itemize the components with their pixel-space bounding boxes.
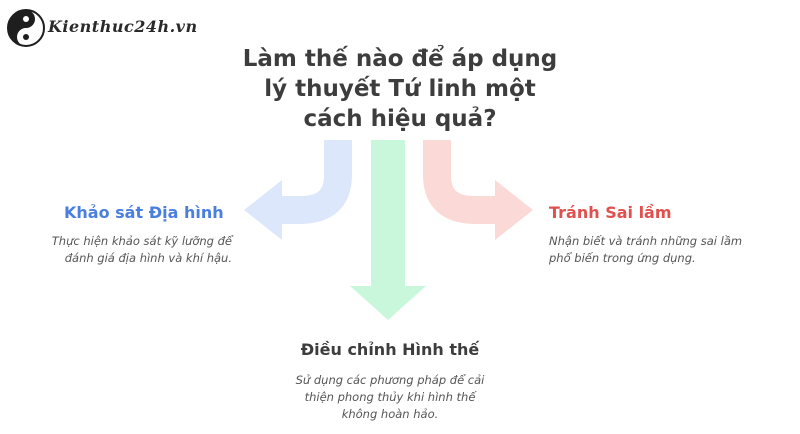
desc-line: phổ biến trong ứng dụng.: [549, 251, 696, 265]
right-arrow-shaft: [423, 140, 500, 224]
right-branch-heading: Tránh Sai lầm: [549, 203, 672, 222]
left-arrow-head: [244, 180, 282, 240]
title-line: cách hiệu quả?: [303, 106, 497, 132]
center-branch-heading: Điều chỉnh Hình thế: [300, 340, 480, 359]
right-curved-arrow-icon: [423, 140, 533, 240]
left-branch-description: Thực hiện khảo sát kỹ lưỡng để đánh giá …: [0, 233, 232, 267]
site-logo[interactable]: Kienthuc24h.vn: [6, 8, 197, 48]
title-line: Làm thế nào để áp dụng: [242, 46, 558, 72]
desc-line: Nhận biết và tránh những sai lầm: [549, 234, 743, 248]
center-arrow-head: [350, 286, 426, 320]
desc-line: thiện phong thủy khi hình thế: [304, 390, 476, 404]
desc-line: Thực hiện khảo sát kỹ lưỡng để: [51, 234, 232, 248]
desc-line: đánh giá địa hình và khí hậu.: [64, 251, 232, 265]
left-branch-heading: Khảo sát Địa hình: [64, 203, 224, 222]
right-arrow-head: [495, 180, 533, 240]
down-arrow-icon: [350, 140, 426, 320]
title-line: lý thuyết Tứ linh một: [264, 76, 536, 102]
left-curved-arrow-icon: [244, 140, 352, 240]
desc-line: Sử dụng các phương pháp để cải: [295, 373, 485, 387]
left-arrow-shaft: [275, 140, 352, 224]
yin-yang-logo-icon: [7, 9, 45, 47]
page-title: Làm thế nào để áp dụng lý thuyết Tứ linh…: [200, 44, 600, 134]
logo-text: Kienthuc24h.vn: [48, 17, 198, 36]
desc-line: không hoàn hảo.: [341, 407, 439, 421]
center-branch-description: Sử dụng các phương pháp để cải thiện pho…: [270, 372, 510, 423]
right-branch-description: Nhận biết và tránh những sai lầm phổ biế…: [549, 233, 789, 267]
center-arrow-shaft: [371, 140, 405, 290]
